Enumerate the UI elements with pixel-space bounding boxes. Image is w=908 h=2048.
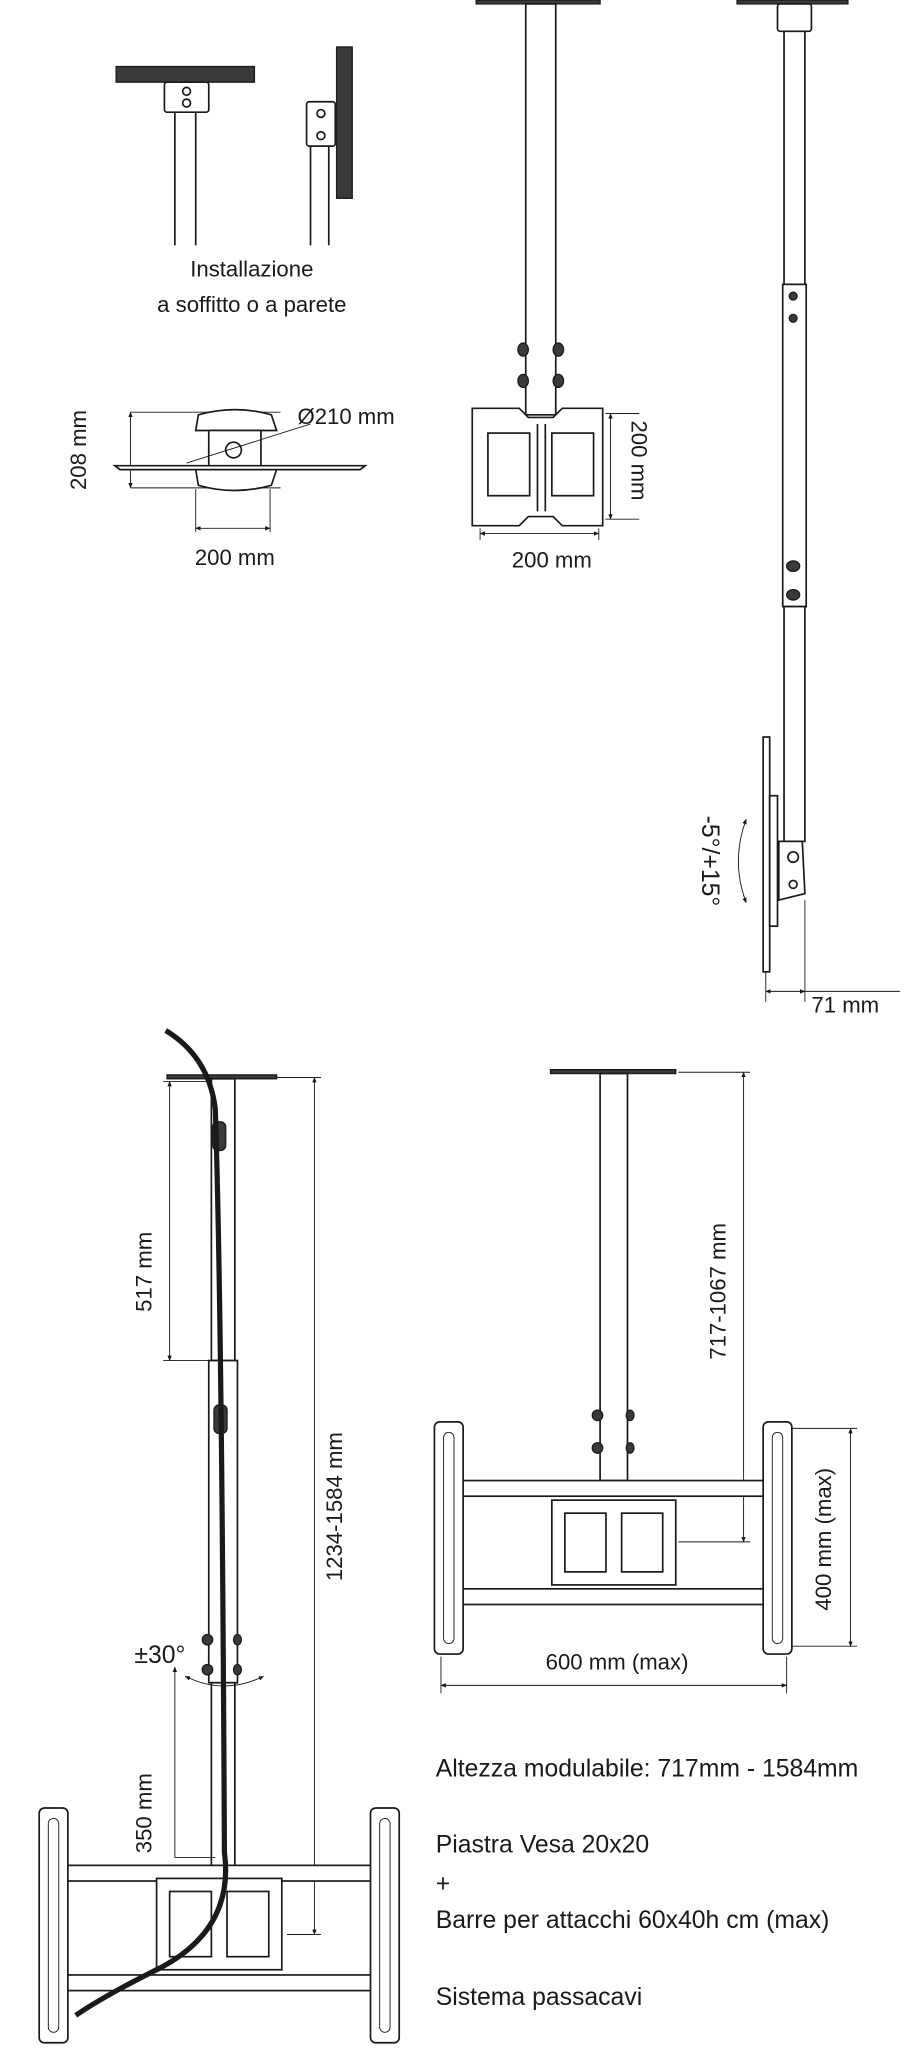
cable-icon xyxy=(74,1028,229,2018)
vesa-window xyxy=(226,1890,270,1958)
install-title: Installazione xyxy=(190,257,313,282)
install-subtitle: a soffitto o a parete xyxy=(157,292,346,317)
plate-width-label: 200 mm xyxy=(195,545,275,570)
bracket-height-label: 400 mm (max) xyxy=(811,1468,836,1611)
arm-slot xyxy=(379,1817,391,2033)
ceiling-install-illustration xyxy=(115,65,256,246)
feature-bars: Barre per attacchi 60x40h cm (max) xyxy=(436,1907,830,1934)
ceiling-plate-top-view xyxy=(112,408,368,533)
lower-length-label: 350 mm xyxy=(131,1773,156,1853)
bracket-width-label: 600 mm (max) xyxy=(546,1650,689,1675)
horizontal-rail xyxy=(441,1479,785,1498)
arm-slot xyxy=(771,1431,784,1645)
vertical-arm xyxy=(369,1807,401,2044)
upper-length-label: 517 mm xyxy=(131,1232,156,1312)
horizontal-rail xyxy=(46,1974,393,1992)
vertical-arm xyxy=(433,1421,464,1655)
feature-cable: Sistema passacavi xyxy=(436,1984,642,2011)
vesa-height-label: 200 mm xyxy=(626,420,651,500)
vesa-window xyxy=(564,1512,607,1573)
swivel-label: ±30° xyxy=(134,1642,185,1669)
short-pole-illustration xyxy=(440,1069,858,1694)
side-view-illustration xyxy=(736,0,901,1002)
arm-slot xyxy=(443,1431,455,1645)
plate-diameter-label: Ø210 mm xyxy=(297,404,394,429)
tilt-range-label: -5°/+15° xyxy=(696,816,723,907)
range-label: 717-1067 mm xyxy=(705,1223,730,1360)
plate-height-label: 208 mm xyxy=(66,410,91,490)
depth-label: 71 mm xyxy=(811,992,879,1017)
vertical-arm xyxy=(762,1421,793,1655)
wall-install-illustration xyxy=(305,46,353,246)
vesa-plate-front-view xyxy=(471,0,640,541)
vesa-window xyxy=(620,1512,664,1573)
horizontal-rail xyxy=(441,1587,785,1606)
vesa-width-label: 200 mm xyxy=(512,547,592,572)
feature-plus: + xyxy=(436,1870,450,1897)
feature-height: Altezza modulabile: 717mm - 1584mm xyxy=(436,1756,859,1783)
arm-slot xyxy=(47,1817,60,2033)
long-pole-tv-bracket xyxy=(38,1807,401,2044)
long-pole-illustration xyxy=(163,1074,321,1958)
total-length-label: 1234-1584 mm xyxy=(322,1432,347,1581)
short-pole-tv-bracket xyxy=(433,1421,793,1655)
vertical-arm xyxy=(38,1807,69,2044)
feature-vesa: Piastra Vesa 20x20 xyxy=(436,1831,649,1858)
